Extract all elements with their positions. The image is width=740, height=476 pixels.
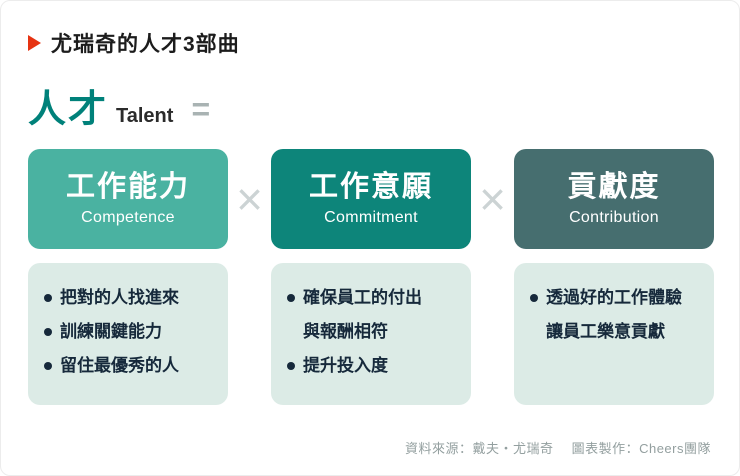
list-item: 把對的人找進來 bbox=[44, 281, 214, 315]
bullet-dot-icon bbox=[530, 328, 538, 336]
bullet-dot-icon bbox=[44, 328, 52, 336]
list-item-text: 透過好的工作體驗 bbox=[546, 288, 682, 307]
column-title-zh: 工作能力 bbox=[65, 170, 190, 203]
talent-label-zh: 人才 bbox=[28, 89, 109, 131]
list-item: 透過好的工作體驗 bbox=[530, 281, 700, 315]
bullet-dot-icon bbox=[530, 294, 538, 302]
column-competence: 工作能力 Competence 把對的人找進來訓練關鍵能力留住最優秀的人 bbox=[28, 149, 228, 405]
column-title-zh: 貢獻度 bbox=[567, 170, 661, 203]
list-item: 與報酬相符 bbox=[287, 315, 457, 349]
header-card-commitment: 工作意願 Commitment bbox=[271, 149, 471, 249]
column-commitment: 工作意願 Commitment 確保員工的付出與報酬相符提升投入度 bbox=[271, 149, 471, 405]
body-card-commitment: 確保員工的付出與報酬相符提升投入度 bbox=[271, 263, 471, 405]
header-card-contribution: 貢獻度 Contribution bbox=[514, 149, 714, 249]
list-item-text: 確保員工的付出 bbox=[303, 288, 422, 307]
list-item: 訓練關鍵能力 bbox=[44, 315, 214, 349]
bullet-dot-icon bbox=[44, 294, 52, 302]
columns-grid: 工作能力 Competence 把對的人找進來訓練關鍵能力留住最優秀的人 × 工… bbox=[1, 133, 739, 405]
column-contribution: 貢獻度 Contribution 透過好的工作體驗讓員工樂意貢獻 bbox=[514, 149, 714, 405]
footer-credits: 資料來源：戴夫・尤瑞奇 圖表製作：Cheers團隊 bbox=[391, 438, 711, 457]
page-title: 尤瑞奇的人才3部曲 bbox=[51, 33, 240, 56]
formula-row: 人才 Talent = bbox=[1, 58, 739, 133]
list-item-text: 把對的人找進來 bbox=[60, 288, 179, 307]
body-card-contribution: 透過好的工作體驗讓員工樂意貢獻 bbox=[514, 263, 714, 405]
list-item-text: 讓員工樂意貢獻 bbox=[546, 322, 665, 341]
list-item-text: 留住最優秀的人 bbox=[60, 356, 179, 375]
multiply-icon: × bbox=[236, 173, 263, 225]
list-item: 留住最優秀的人 bbox=[44, 349, 214, 383]
list-item: 提升投入度 bbox=[287, 349, 457, 383]
footer-source: 資料來源：戴夫・尤瑞奇 bbox=[404, 441, 554, 456]
section-title-row: 尤瑞奇的人才3部曲 bbox=[1, 1, 739, 58]
column-title-en: Commitment bbox=[324, 209, 418, 227]
list-item: 讓員工樂意貢獻 bbox=[530, 315, 700, 349]
bullet-dot-icon bbox=[287, 328, 295, 336]
triangle-bullet-icon bbox=[28, 35, 41, 51]
footer-credit: 圖表製作：Cheers團隊 bbox=[571, 441, 711, 456]
column-title-en: Contribution bbox=[569, 209, 659, 227]
body-card-competence: 把對的人找進來訓練關鍵能力留住最優秀的人 bbox=[28, 263, 228, 405]
list-item-text: 訓練關鍵能力 bbox=[60, 322, 162, 341]
list-item: 確保員工的付出 bbox=[287, 281, 457, 315]
list-item-text: 提升投入度 bbox=[303, 356, 388, 375]
column-title-en: Competence bbox=[81, 209, 175, 227]
talent-label-en: Talent bbox=[116, 105, 174, 127]
list-item-text: 與報酬相符 bbox=[303, 322, 388, 341]
bullet-dot-icon bbox=[287, 294, 295, 302]
bullet-dot-icon bbox=[287, 362, 295, 370]
column-title-zh: 工作意願 bbox=[308, 170, 433, 203]
multiply-icon: × bbox=[479, 173, 506, 225]
bullet-dot-icon bbox=[44, 362, 52, 370]
header-card-competence: 工作能力 Competence bbox=[28, 149, 228, 249]
equals-icon: = bbox=[191, 91, 211, 127]
